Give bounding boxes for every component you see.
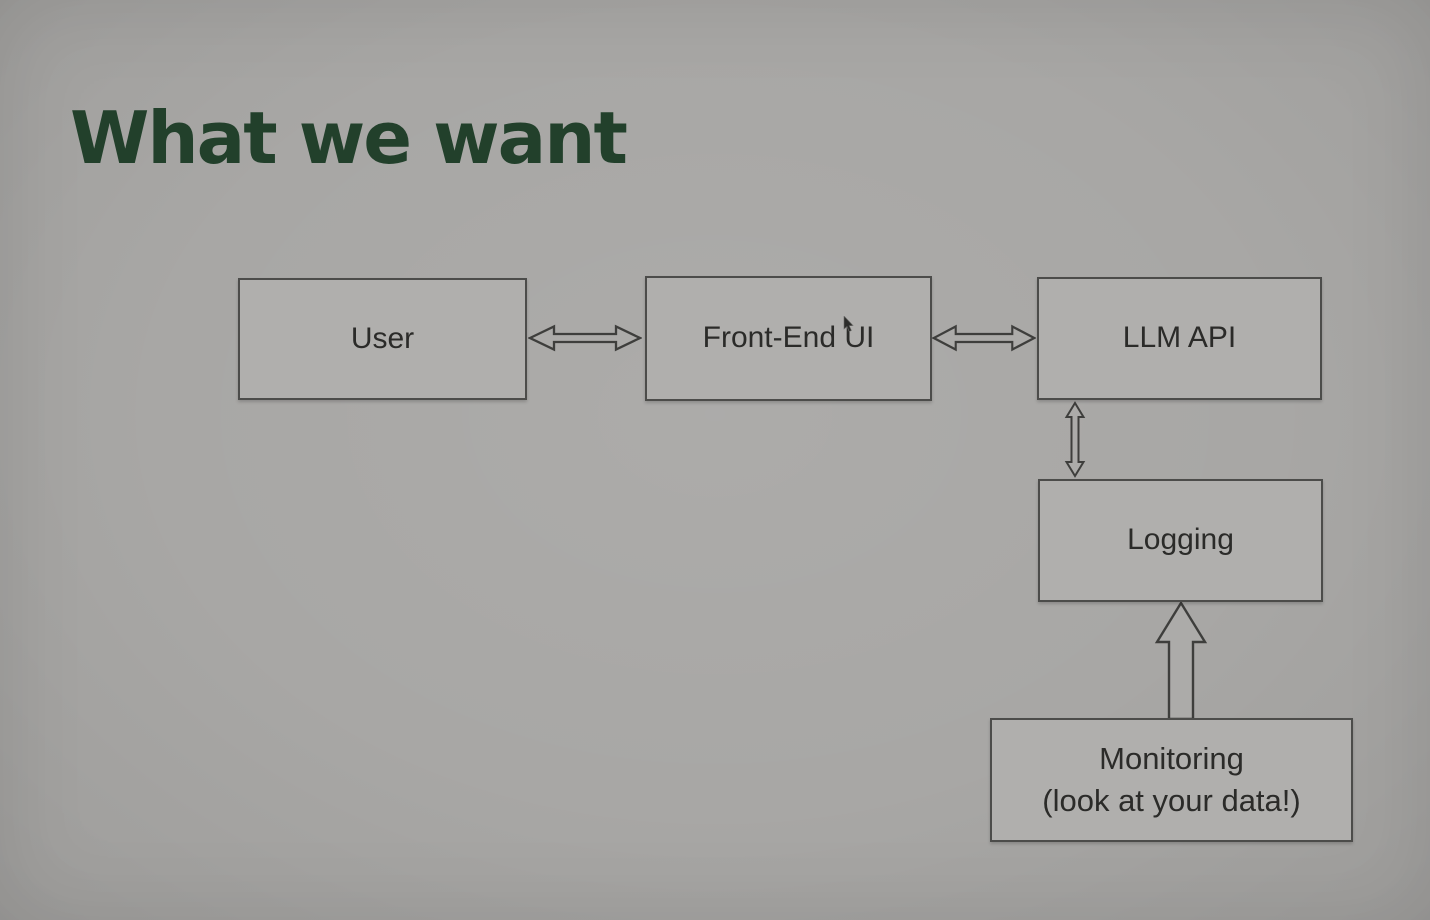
node-monitoring: Monitoring (look at your data!) bbox=[990, 718, 1353, 842]
node-monitoring-label-line2: (look at your data!) bbox=[1042, 783, 1301, 818]
monitoring-logging-block-arrow-icon bbox=[1154, 601, 1208, 720]
node-llm-api: LLM API bbox=[1037, 277, 1322, 400]
llmapi-logging-double-arrow-icon bbox=[1064, 401, 1086, 478]
mouse-cursor-icon bbox=[843, 316, 855, 334]
node-monitoring-label: Monitoring (look at your data!) bbox=[1042, 738, 1300, 822]
node-user: User bbox=[238, 278, 527, 400]
node-front-end-ui: Front-End UI bbox=[645, 276, 932, 401]
frontend-llmapi-double-arrow-icon bbox=[932, 323, 1036, 353]
node-monitoring-label-line1: Monitoring bbox=[1099, 741, 1244, 777]
node-logging-label: Logging bbox=[1127, 523, 1234, 557]
user-frontend-double-arrow-icon bbox=[528, 323, 642, 353]
node-llm-api-label: LLM API bbox=[1122, 321, 1237, 355]
node-logging: Logging bbox=[1038, 479, 1323, 602]
node-user-label: User bbox=[350, 321, 415, 355]
slide-title: What we want bbox=[70, 96, 628, 180]
